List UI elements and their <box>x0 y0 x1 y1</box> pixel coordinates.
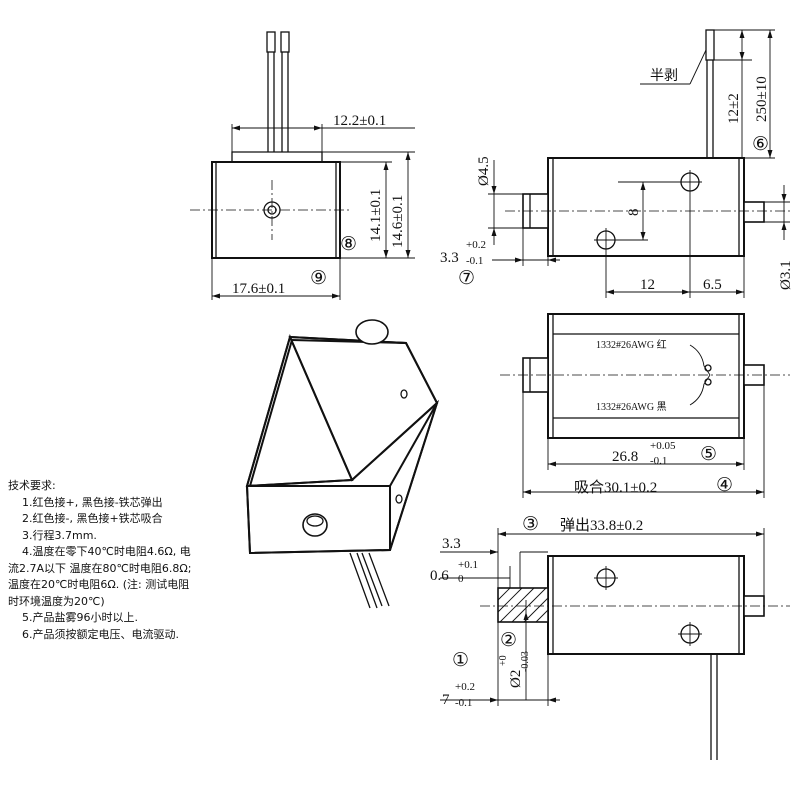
front-view: 12.2±0.1 17.6±0.1 ⑨ 14.1±0.1 14.6±0.1 ⑧ <box>190 31 415 300</box>
note-item: 1.红色接+, 黑色接-铁芯弹出 <box>22 495 163 509</box>
note-cont: 时环境温度为20℃) <box>8 594 105 608</box>
dim-tip-c: 7 <box>442 692 450 708</box>
wire-black: 1332#26AWG 黑 <box>596 401 667 413</box>
dim-tip-a: 3.3 <box>442 536 461 552</box>
dim-tip-b: 0.6 <box>430 568 449 584</box>
note-cont: 流2.7A以下 温度在80℃时电阻6.8Ω; <box>8 561 192 575</box>
dim-body-len-tol2: -0.1 <box>650 455 667 467</box>
iso-view <box>245 319 440 609</box>
note-item: 6.产品须按额定电压、电流驱动. <box>22 627 179 641</box>
marker-9: ⑨ <box>310 268 327 289</box>
marker-5: ⑤ <box>700 444 717 465</box>
dim-stroke-ofs-tol: +0.2 <box>466 239 486 251</box>
marker-6: ⑥ <box>752 134 769 155</box>
dim-width-body: 17.6±0.1 <box>232 281 285 297</box>
dim-hole-pos2: 6.5 <box>703 277 722 293</box>
dim-tip-b-tol2: 0 <box>458 573 464 585</box>
marker-8: ⑧ <box>340 234 357 255</box>
wire-red: 1332#26AWG 红 <box>596 338 667 351</box>
note-item: 5.产品盐雾96小时以上. <box>22 611 138 624</box>
label-half-strip: 半剥 <box>650 68 678 84</box>
marker-4: ④ <box>716 475 733 496</box>
marker-3: ③ <box>522 514 539 535</box>
dim-plunger-dia: Ø4.5 <box>476 156 492 186</box>
dim-body-len-tol: +0.05 <box>650 440 676 452</box>
dim-tip-c-tol2: -0.1 <box>455 697 472 709</box>
marker-7: ⑦ <box>458 268 475 289</box>
dim-lead-strip: 12±2 <box>726 93 742 124</box>
dim-pull-len: 吸合30.1±0.2 <box>574 479 657 496</box>
technical-notes: 技术要求: 1.红色接+, 黑色接-铁芯弹出 2.红色接-, 黑色接+铁芯吸合 … <box>8 478 298 643</box>
top-view: 1332#26AWG 红 1332#26AWG 黑 26.8 +0.05 -0.… <box>500 313 790 498</box>
hatch <box>497 587 549 623</box>
dim-push-len: 弹出33.8±0.2 <box>560 517 643 534</box>
note-cont: 温度在20℃时电阻6Ω. (注: 测试电阻 <box>8 578 190 591</box>
dim-tip-c-tol: +0.2 <box>455 681 475 693</box>
dim-hole-pos: 12 <box>640 277 655 293</box>
notes-title: 技术要求: <box>8 479 56 492</box>
bottom-view: 弹出33.8±0.2 ③ 3.3 0.6 +0.1 0 Ø2 +0 -0.03 … <box>430 514 790 760</box>
note-item: 2.红色接-, 黑色接+铁芯吸合 <box>22 512 163 525</box>
side-view: 8 12 6.5 Ø4.5 3.3 +0.2 -0.1 ⑦ Ø3.1 <box>440 29 794 298</box>
dim-tip-b-tol: +0.1 <box>458 559 478 571</box>
dim-height-a: 14.1±0.1 <box>368 189 384 242</box>
dim-tip-dia-tol: +0 <box>498 655 509 666</box>
note-item: 3.行程3.7mm. <box>22 528 97 542</box>
dim-tip-dia-tol2: -0.03 <box>520 651 531 672</box>
dim-rear-dia: Ø3.1 <box>778 260 794 290</box>
dim-stroke-ofs: 3.3 <box>440 250 459 266</box>
dim-width-top: 12.2±0.1 <box>333 113 386 129</box>
dim-body-len: 26.8 <box>612 449 638 465</box>
marker-1: ① <box>452 650 469 671</box>
dim-lead-len: 250±10 <box>754 76 770 122</box>
marker-2: ② <box>500 630 517 651</box>
dim-height-b: 14.6±0.1 <box>390 195 406 248</box>
dim-stroke-ofs-tol2: -0.1 <box>466 255 483 267</box>
note-item: 4.温度在零下40℃时电阻4.6Ω, 电 <box>22 545 191 558</box>
dim-hole-pitch: 8 <box>626 209 642 217</box>
dim-tip-dia: Ø2 <box>508 670 524 688</box>
